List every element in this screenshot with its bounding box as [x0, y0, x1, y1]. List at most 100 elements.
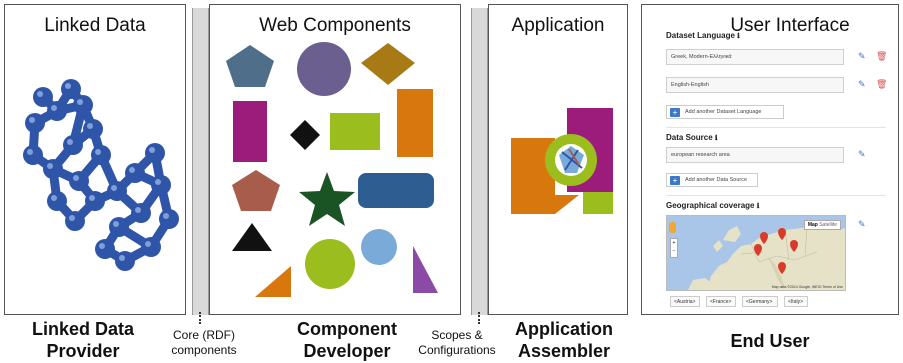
graph-node-highlight [87, 123, 93, 129]
connector-dots [199, 312, 204, 324]
dataset-language-field-2[interactable]: English-English [666, 77, 844, 93]
geo-map[interactable]: +− Map Satellite Map data ©2014 Google, … [666, 215, 846, 291]
country-chip[interactable]: <Italy> [784, 296, 808, 307]
lime-circle-shape [305, 239, 355, 289]
data-source-label: Data Source ℹ [666, 133, 718, 142]
graph-node [145, 143, 165, 163]
web-components-title: Web Components [259, 15, 411, 36]
light-blue-circle-shape [361, 229, 397, 265]
application-title: Application [511, 15, 605, 36]
graph-node [95, 239, 115, 259]
graph-node-highlight [51, 195, 57, 201]
graph-node [65, 211, 85, 231]
dataset-language-label: Dataset Language ℹ [666, 31, 740, 40]
graph-node [85, 191, 105, 211]
country-chip[interactable]: <Germany> [742, 296, 778, 307]
graph-node [109, 217, 129, 237]
map-marker-icon [754, 244, 762, 256]
end-user-label: End User [730, 331, 810, 351]
linked-data-title: Linked Data [44, 15, 146, 36]
graph-node-highlight [119, 255, 125, 261]
green-star-shape [299, 172, 355, 226]
user-interface-panel: User Interface Dataset Language ℹ Greek,… [641, 4, 899, 315]
map-type-tabs[interactable]: Map Satellite [803, 220, 841, 230]
divider [666, 195, 886, 196]
geographical-coverage-label: Geographical coverage ℹ [666, 201, 760, 210]
magenta-rect-shape [233, 101, 267, 162]
graph-node-highlight [155, 179, 161, 185]
application-panel: Application [488, 4, 628, 315]
linked-data-graph-icon [23, 79, 179, 271]
data-source-field[interactable]: european research area [666, 147, 844, 163]
edit-icon[interactable]: ✎ [858, 219, 866, 229]
country-chip[interactable]: <France> [706, 296, 736, 307]
map-marker-icon [778, 228, 786, 240]
graph-node [69, 171, 89, 191]
graph-node-highlight [67, 139, 73, 145]
plus-icon: + [670, 108, 680, 117]
graph-node [47, 191, 67, 211]
graph-node [23, 145, 43, 165]
map-marker-icon [760, 232, 768, 244]
graph-node-highlight [163, 213, 169, 219]
black-diamond-shape [290, 120, 320, 150]
black-triangle-shape [232, 223, 272, 251]
graph-node-highlight [37, 91, 43, 97]
graph-node-highlight [77, 99, 83, 105]
map-marker-icon [790, 240, 798, 252]
graph-node-highlight [145, 241, 151, 247]
orange-triangle-shape [255, 266, 291, 297]
edit-icon[interactable]: ✎ [858, 149, 866, 159]
graph-node [107, 181, 127, 201]
graph-node [73, 95, 93, 115]
graph-node-highlight [89, 195, 95, 201]
edit-icon[interactable]: ✎ [858, 79, 866, 89]
linked-data-panel: Linked Data [4, 4, 186, 315]
graph-node [61, 79, 81, 99]
orange-rect-shape [397, 89, 433, 157]
graph-node [91, 145, 111, 165]
graph-node-highlight [51, 105, 57, 111]
graph-node [151, 175, 171, 195]
gold-diamond-shape [361, 43, 415, 85]
delete-icon[interactable]: 🗑 [876, 79, 888, 89]
graph-node-highlight [129, 167, 135, 173]
component-shapes [226, 42, 438, 297]
graph-node [47, 101, 67, 121]
graph-node [115, 251, 135, 271]
pentagon-shape [226, 45, 274, 87]
blue-rounded-rect-shape [358, 173, 434, 208]
edit-icon[interactable]: ✎ [858, 51, 866, 61]
graph-node-highlight [111, 185, 117, 191]
core-rdf-components-label: Core (RDF)components [171, 328, 237, 357]
graph-node-highlight [99, 243, 105, 249]
graph-node-highlight [65, 83, 71, 89]
user-interface-title: User Interface [730, 15, 850, 36]
scopes-configurations-bar [471, 8, 488, 315]
violet-triangle-shape [413, 246, 438, 293]
country-chip[interactable]: <Austria> [670, 296, 700, 307]
graph-node-highlight [73, 175, 79, 181]
graph-node-highlight [29, 117, 35, 123]
graph-node [63, 135, 83, 155]
map-land [688, 226, 845, 290]
dataset-language-field-1[interactable]: Greek, Modern-Ελληνικά [666, 49, 844, 65]
divider [666, 127, 886, 128]
graph-node-highlight [27, 149, 33, 155]
delete-icon[interactable]: 🗑 [876, 51, 888, 61]
purple-circle-shape [297, 42, 351, 96]
add-dataset-language-button[interactable]: +Add another Dataset Language [666, 105, 784, 119]
plus-icon: + [670, 176, 680, 185]
graph-node-highlight [149, 147, 155, 153]
zoom-control[interactable]: +− [670, 238, 678, 258]
graph-node-highlight [47, 163, 53, 169]
brown-pentagon-shape [232, 170, 280, 211]
graph-node-highlight [113, 221, 119, 227]
assembled-application-graphic [511, 108, 613, 214]
pegman-icon[interactable] [669, 222, 676, 233]
connector-dots [478, 312, 483, 324]
map-marker-icon [778, 262, 786, 274]
add-data-source-button[interactable]: +Add another Data Source [666, 173, 758, 187]
